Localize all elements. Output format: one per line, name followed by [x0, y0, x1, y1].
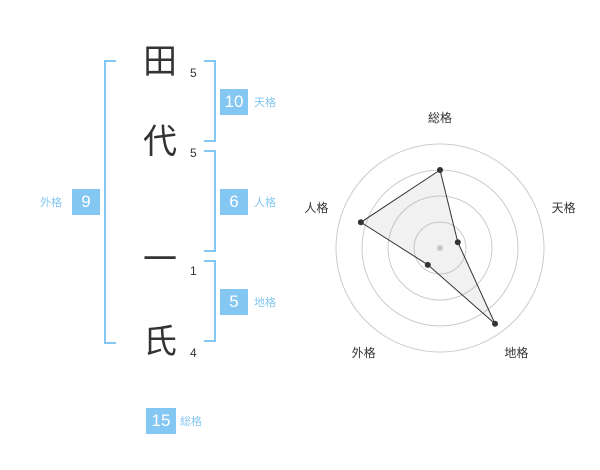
- radar-axis-label-1: 総格: [428, 110, 452, 125]
- name-char-1: 田: [143, 42, 177, 82]
- radar-point-4: [424, 261, 431, 268]
- soukaku-value: 15: [146, 408, 176, 434]
- jinkaku-bracket: [204, 150, 216, 252]
- tenkaku-bracket: [204, 60, 216, 142]
- soukaku-label: 総格: [180, 415, 202, 428]
- gaikaku-bracket: [104, 60, 116, 344]
- chikaku-bracket: [204, 260, 216, 342]
- stroke-count-2: 5: [190, 146, 197, 160]
- name-char-3: 一: [143, 240, 177, 280]
- gaikaku-value: 9: [72, 189, 100, 215]
- radar-axis-label-4: 外格: [352, 345, 376, 360]
- stroke-count-3: 1: [190, 264, 197, 278]
- radar-axis-label-5: 人格: [304, 200, 328, 215]
- radar-axis-label-3: 地格: [504, 345, 528, 360]
- tenkaku-value: 10: [220, 89, 248, 115]
- tenkaku-label: 天格: [254, 96, 276, 109]
- jinkaku-label: 人格: [254, 196, 276, 209]
- radar-ring-2: [387, 195, 493, 301]
- radar-center-dot: [437, 245, 443, 251]
- radar-point-3: [492, 320, 499, 327]
- radar-axis-label-2: 天格: [552, 200, 576, 215]
- radar-value-polygon: [359, 169, 496, 325]
- stroke-count-4: 4: [190, 346, 197, 360]
- radar-grid: [335, 143, 545, 353]
- radar-point-1: [437, 167, 443, 173]
- radar-point-5: [357, 219, 364, 226]
- jinkaku-value: 6: [220, 189, 248, 215]
- name-char-4: 氏: [143, 322, 177, 362]
- chikaku-label: 地格: [254, 296, 276, 309]
- stroke-count-1: 5: [190, 66, 197, 80]
- radar-point-2: [454, 239, 461, 246]
- radar-ring-1: [413, 221, 467, 275]
- chikaku-value: 5: [220, 289, 248, 315]
- name-char-2: 代: [143, 122, 177, 162]
- radar-ring-4: [335, 143, 545, 353]
- gaikaku-label: 外格: [40, 196, 62, 209]
